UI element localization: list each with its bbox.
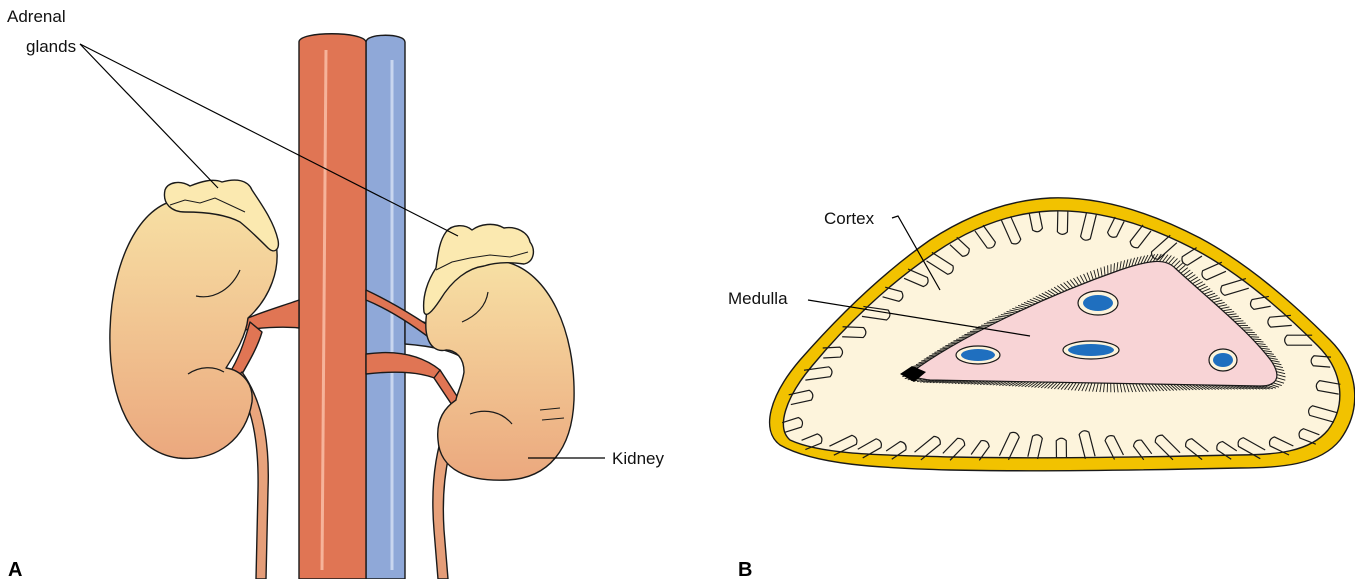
aorta — [299, 34, 366, 579]
adrenal-leader-left — [80, 44, 218, 188]
panel-b-label: B — [738, 559, 752, 579]
vessel-3-lumen — [1068, 344, 1114, 356]
adrenal-label-line1: Adrenal — [7, 7, 66, 26]
kidney-label: Kidney — [612, 449, 664, 468]
adrenal-label-line2: glands — [26, 37, 76, 56]
vessel-1-lumen — [1083, 295, 1113, 311]
medulla-hatch-line — [1114, 263, 1115, 272]
medulla-hatch-line — [953, 340, 962, 341]
medulla-hatch-line — [987, 322, 996, 323]
panel-b: Cortex Medulla B — [728, 198, 1355, 579]
vessel-4-lumen — [1213, 353, 1233, 367]
cortex-label: Cortex — [824, 209, 875, 228]
right-kidney — [426, 261, 574, 480]
panel-a-label: A — [8, 559, 22, 579]
panel-a: Adrenal glands Kidney A — [7, 7, 664, 579]
medulla-hatch-line — [956, 339, 965, 340]
medulla-hatch-line — [1252, 339, 1261, 340]
medulla-label: Medulla — [728, 289, 788, 308]
vessel-2-lumen — [961, 349, 995, 361]
medulla-hatch-line — [1234, 321, 1243, 322]
